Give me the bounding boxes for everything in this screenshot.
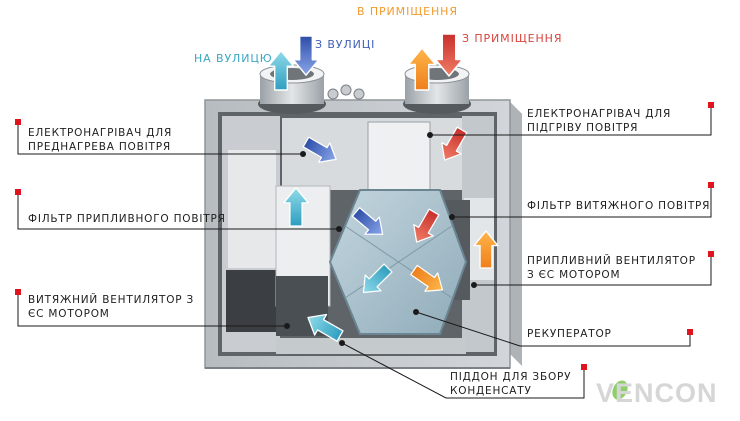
- label-preheater-line2: ПРЕДНАГРЕВА ПОВІТРЯ: [28, 141, 171, 153]
- label-exhaust-fan: ВИТЯЖНИЙ ВЕНТИЛЯТОР З ЄС МОТОРОМ: [28, 293, 194, 321]
- label-reheater-line1: ЕЛЕКТРОНАГРІВАЧ ДЛЯ: [527, 108, 672, 120]
- cable-glands: [327, 84, 365, 100]
- label-preheater: ЕЛЕКТРОНАГРІВАЧ ДЛЯ ПРЕДНАГРЕВА ПОВІТРЯ: [28, 126, 172, 154]
- label-exhaust-fan-line2: ЄС МОТОРОМ: [28, 308, 110, 320]
- label-condensate-tray: ПІДДОН ДЛЯ ЗБОРУ КОНДЕНСАТУ: [450, 370, 571, 398]
- label-exhaust-fan-line1: ВИТЯЖНИЙ ВЕНТИЛЯТОР З: [28, 294, 195, 306]
- label-recuperator: РЕКУПЕРАТОР: [527, 328, 612, 340]
- label-supply-fan: ПРИПЛИВНИЙ ВЕНТИЛЯТОР З ЄС МОТОРОМ: [527, 254, 696, 282]
- left-duct-collar: [258, 64, 326, 114]
- callout-leaders: [17, 105, 712, 399]
- red-markers: [15, 102, 714, 370]
- label-condensate-tray-line1: ПІДДОН ДЛЯ ЗБОРУ: [450, 371, 572, 383]
- right-duct-collar: [403, 64, 471, 114]
- label-supply-fan-line2: З ЄС МОТОРОМ: [527, 269, 621, 281]
- flow-label-to-street: НА ВУЛИЦЮ: [194, 52, 273, 65]
- label-exhaust-filter: ФІЛЬТР ВИТЯЖНОГО ПОВІТРЯ: [527, 200, 711, 212]
- vencon-watermark: VENCON: [596, 378, 718, 408]
- label-supply-fan-line1: ПРИПЛИВНИЙ ВЕНТИЛЯТОР: [527, 255, 696, 267]
- vencon-logo-leaf-icon: [612, 380, 628, 400]
- flow-label-from-room: З ПРИМІЩЕННЯ: [462, 32, 563, 45]
- flow-label-from-street: З ВУЛИЦІ: [315, 38, 376, 51]
- label-supply-filter: ФІЛЬТР ПРИПЛИВНОГО ПОВІТРЯ: [28, 213, 226, 225]
- callout-dots: [284, 132, 477, 346]
- flow-label-into-room: В ПРИМІЩЕННЯ: [357, 5, 458, 18]
- label-reheater: ЕЛЕКТРОНАГРІВАЧ ДЛЯ ПІДГРІВУ ПОВІТРЯ: [527, 107, 671, 135]
- label-condensate-tray-line2: КОНДЕНСАТУ: [450, 385, 532, 397]
- label-preheater-line1: ЕЛЕКТРОНАГРІВАЧ ДЛЯ: [28, 127, 173, 139]
- label-reheater-line2: ПІДГРІВУ ПОВІТРЯ: [527, 122, 639, 134]
